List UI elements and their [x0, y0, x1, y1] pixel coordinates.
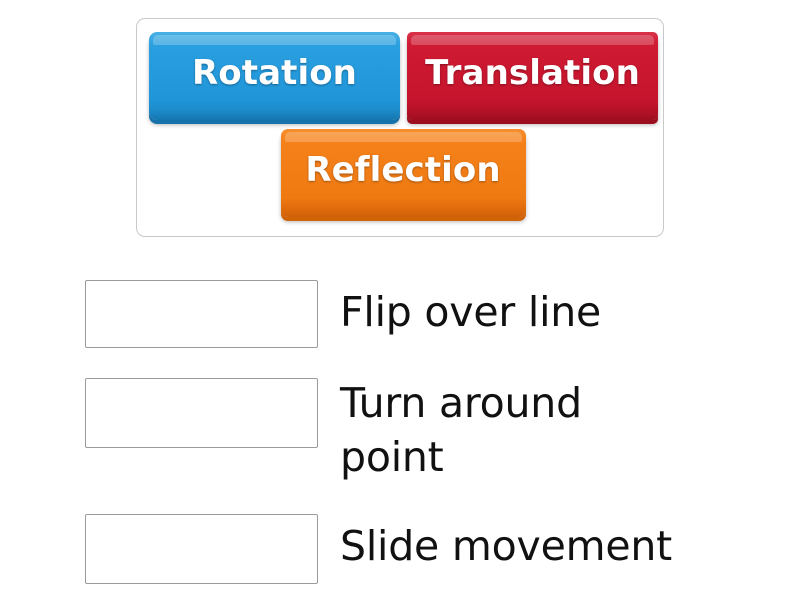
- tile-label-translation: Translation: [425, 53, 640, 93]
- match-row: Slide movement: [85, 514, 725, 585]
- drop-zone-flip-over-line[interactable]: [85, 280, 318, 348]
- match-label-flip-over-line: Flip over line: [340, 288, 602, 336]
- match-list: Flip over line Turn around point Slide m…: [85, 280, 725, 585]
- draggable-tile-reflection[interactable]: Reflection: [280, 129, 526, 217]
- tile-label-rotation: Rotation: [191, 53, 357, 93]
- drop-zone-turn-around-point[interactable]: [85, 378, 318, 448]
- tile-label-reflection: Reflection: [305, 150, 501, 190]
- tile-row-bottom: Reflection: [137, 120, 663, 217]
- tile-bank-panel: Rotation Translation Reflection: [136, 18, 664, 237]
- match-label-turn-around-point: Turn around point: [340, 379, 582, 482]
- draggable-tile-rotation[interactable]: Rotation: [149, 32, 400, 120]
- drop-zone-slide-movement[interactable]: [85, 514, 318, 585]
- match-row: Turn around point: [85, 378, 725, 484]
- draggable-tile-translation[interactable]: Translation: [407, 32, 658, 120]
- tile-row-top: Rotation Translation: [137, 19, 663, 120]
- match-label-slide-movement: Slide movement: [340, 522, 673, 571]
- match-row: Flip over line: [85, 280, 725, 348]
